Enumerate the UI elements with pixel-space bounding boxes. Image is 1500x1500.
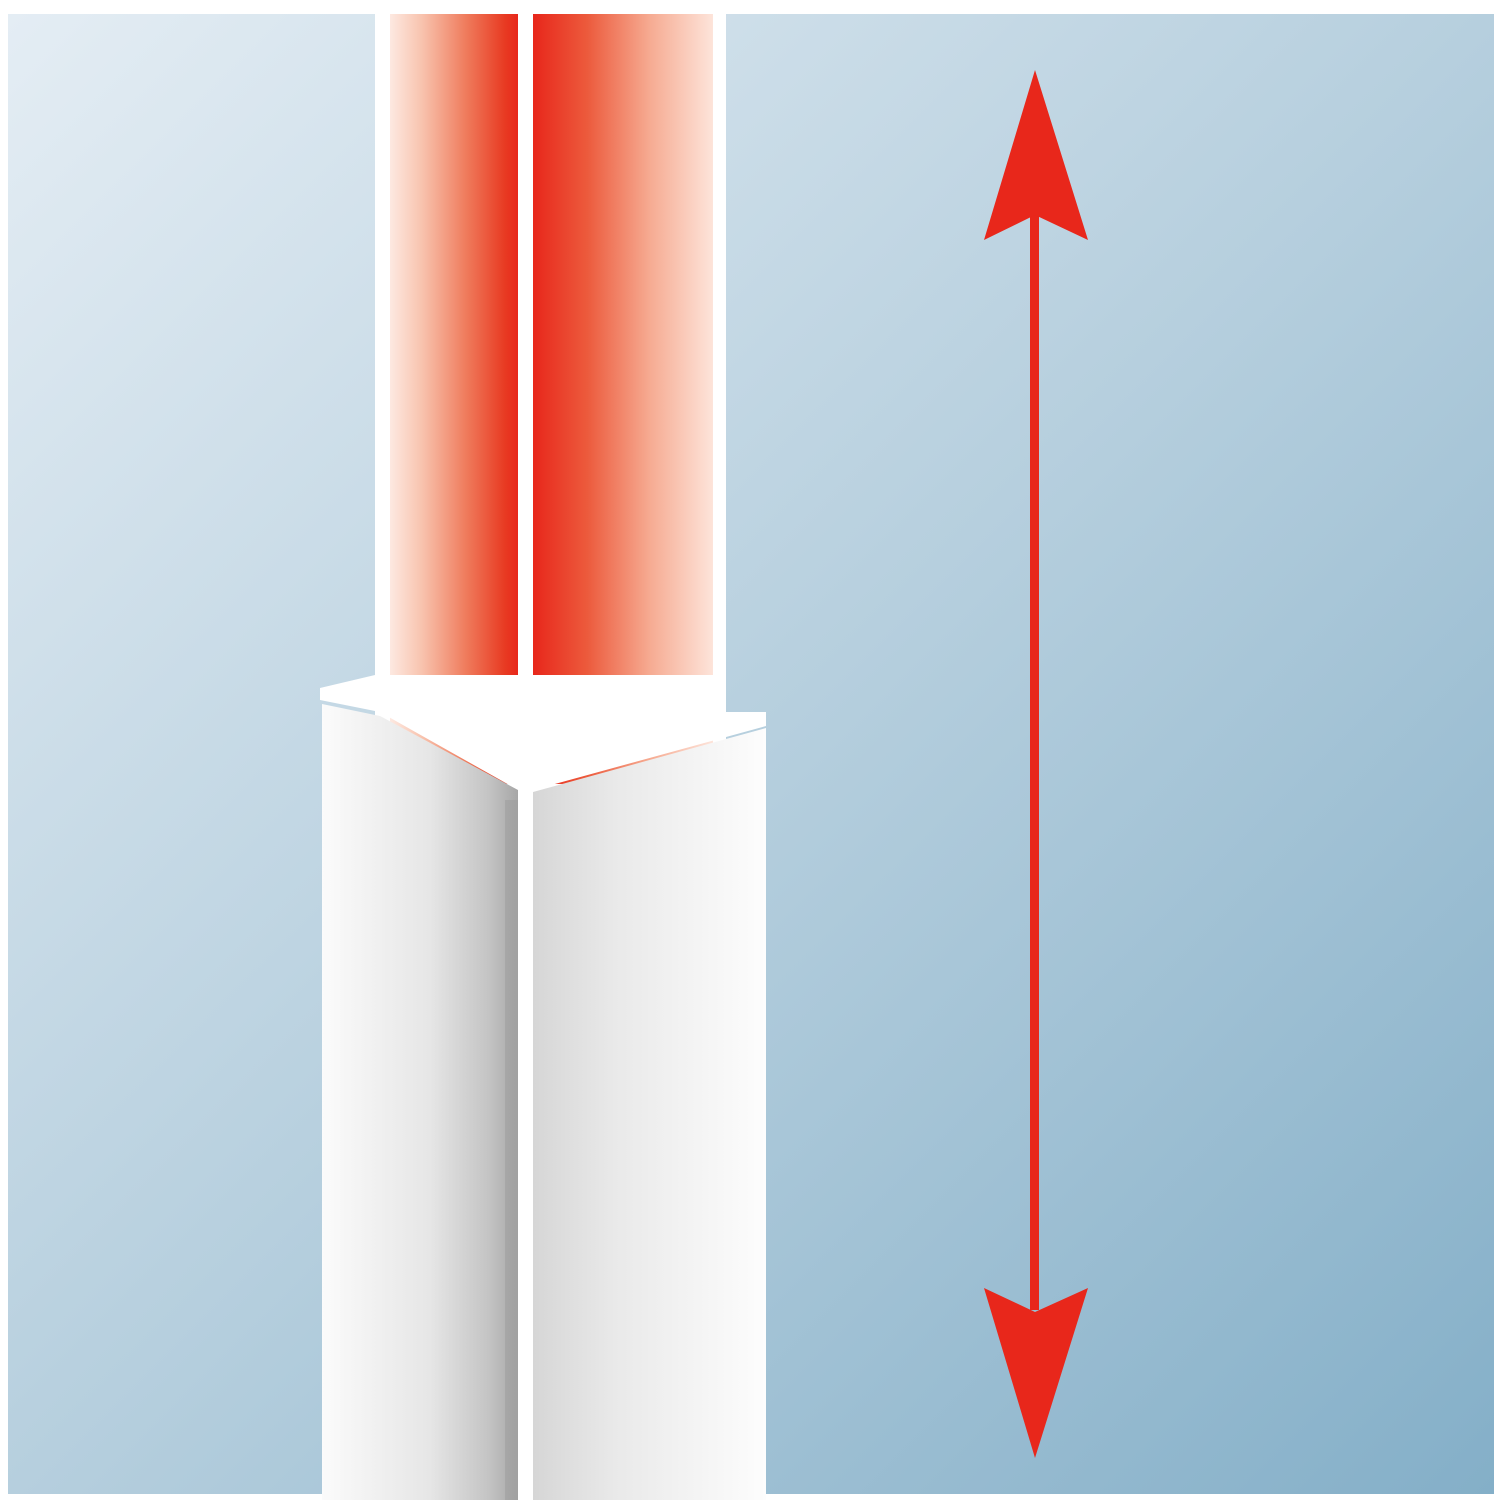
inner-profile-left-face — [390, 14, 518, 784]
inner-profile-right-face — [533, 14, 713, 784]
outer-sleeve-right-face — [533, 728, 766, 1500]
outer-sleeve-seam — [518, 790, 533, 1500]
outer-sleeve-seam-shadow — [505, 800, 518, 1500]
arrow-head-up — [984, 70, 1088, 240]
outer-sleeve-left-face — [322, 704, 518, 1500]
double-headed-arrow-icon — [984, 70, 1088, 1458]
arrow-head-down — [984, 1288, 1088, 1458]
inner-profile-seam — [518, 0, 533, 790]
arrow-shaft — [1030, 200, 1039, 1310]
top-margin — [0, 0, 1500, 14]
outer-sleeve-lip — [320, 675, 766, 790]
